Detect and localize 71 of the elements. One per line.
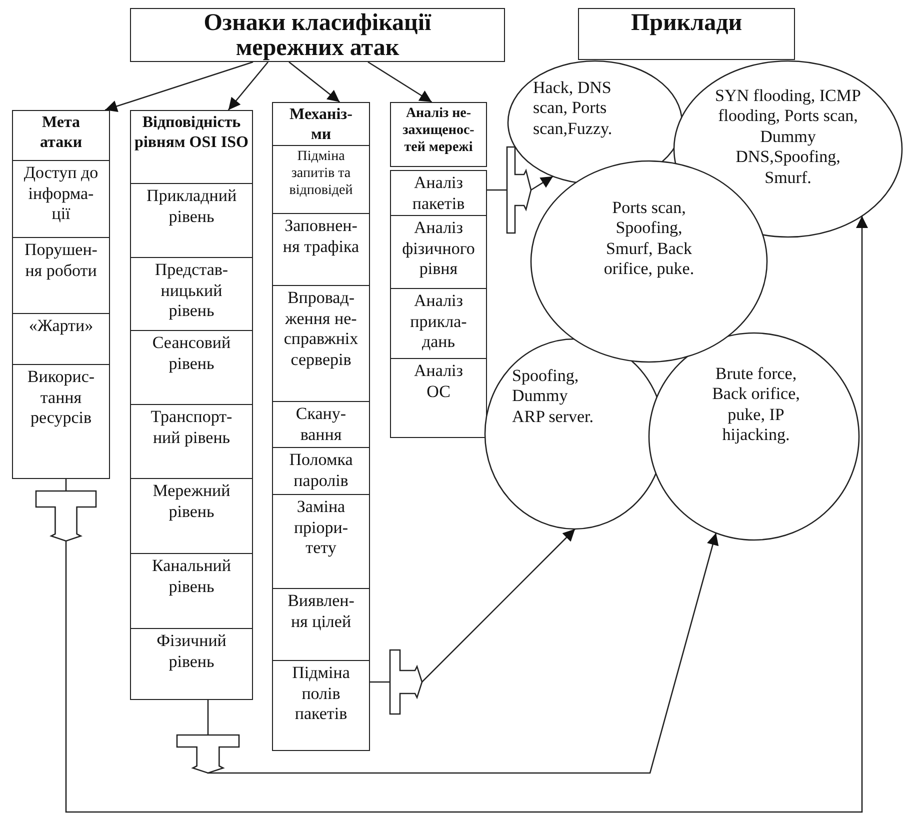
category-item-box [130,257,253,331]
category-item-box [12,313,110,365]
category-header-box [130,110,253,184]
category-item-box [130,330,253,405]
category-item-box [272,213,370,286]
block-arrow-connector [176,532,719,774]
category-header-text: Відповідність рівням OSI ISO [134,113,250,152]
category-item-box [272,494,370,589]
block-arrow-connector [35,216,868,813]
example-text: Hack, DNS scan, Ports scan,Fuzzy. [533,78,614,140]
category-header-text: Аналіз не- захищенос- тей мережі [402,105,476,156]
category-item-text: «Жарти» [28,316,94,337]
category-item-text: Поломка паролів [288,450,354,492]
category-item-box [12,237,110,314]
category-item-text: Заповнен- ня трафіка [282,216,360,258]
category-header-text: Мета атаки [38,113,84,152]
category-header-text: Механіз- ми [288,105,354,144]
category-item-box [130,478,253,554]
category-item-text: Транспорт- ний рівень [150,407,234,448]
category-item-box [390,170,487,216]
heading-box [578,8,795,60]
category-item-text: Заміна пріори- тету [292,497,350,560]
category-item-box [390,288,487,359]
category-item-box [12,364,110,479]
category-item-box [272,660,370,751]
heading-text: Приклади [630,11,742,36]
category-item-text: Виявлен- ня цілей [286,591,356,632]
example-text: SYN flooding, ICMP flooding, Ports scan, Dummy DNS,Spoofing, Smurf. [714,86,862,188]
category-item-box [130,553,253,629]
arrow [368,61,432,103]
category-item-text: Прикладний рівень [145,186,238,228]
category-item-text: Аналіз ОС [413,361,464,402]
heading-text: Ознаки класифікації мережних атак [202,11,432,62]
category-item-text: Мережний рівень [152,481,232,522]
category-item-text: Фізичний рівень [156,631,228,672]
block-arrow-connector [487,146,554,234]
category-item-box [272,588,370,661]
category-header-box [272,102,370,146]
category-item-text: Викорис- тання ресурсів [26,367,96,430]
category-header-box [12,110,110,161]
category-header-box [390,102,487,167]
category-item-text: Аналіз прикла- дань [409,291,468,354]
category-item-box [390,215,487,289]
category-item-box [130,404,253,479]
arrow [288,62,340,102]
example-text: Ports scan, Spoofing, Smurf, Back orifice, puke. [602,198,696,280]
block-arrow-connector [370,528,576,715]
category-item-text: Доступ до інформа- ції [22,163,100,226]
arrow [104,61,254,112]
category-item-box [130,628,253,700]
category-item-box [130,183,253,258]
category-item-text: Впровад- ження не- справжніх серверів [282,288,360,371]
category-item-box [12,160,110,238]
category-item-text: Порушен- ня роботи [24,240,98,282]
heading-box [130,8,505,62]
category-item-text: Аналіз фізичного рівня [401,218,476,280]
category-item-text: Підміна полів пакетів [291,663,351,726]
category-item-box [272,447,370,495]
category-item-box [272,401,370,448]
category-item-text: Аналіз пакетів [411,173,466,214]
example-text: Brute force, Back orifice, puke, IP hijacking. [711,364,801,446]
arrow [228,62,268,110]
category-item-box [272,145,370,214]
category-item-text: Представ- ницький рівень [154,260,230,322]
category-item-box [272,285,370,402]
category-item-box [390,358,487,438]
example-text: Spoofing, Dummy ARP server. [512,366,595,428]
category-item-text: Канальний рівень [151,556,232,598]
category-item-text: Скану- вання [294,404,348,446]
category-item-text: Сеансовий рівень [151,333,232,374]
category-item-text: Підміна запитів та відповідей [288,148,354,200]
